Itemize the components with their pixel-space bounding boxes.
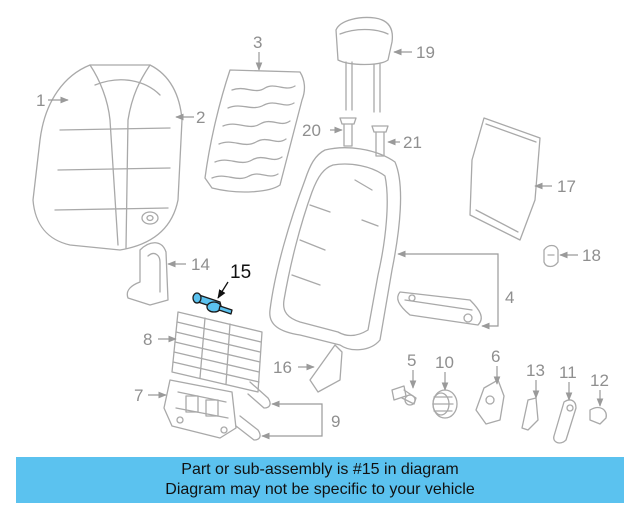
part-18-clip: [543, 244, 559, 268]
part-6-lever: [475, 379, 505, 425]
callout-11: 11: [559, 363, 577, 382]
callout-7: 7: [134, 386, 143, 405]
callout-2: 2: [196, 108, 205, 127]
info-banner: Part or sub-assembly is #15 in diagram D…: [16, 457, 624, 503]
callout-8: 8: [143, 330, 152, 349]
part-5-bolt: [391, 385, 417, 406]
callout-14: 14: [191, 255, 210, 274]
part-12-cap: [589, 406, 607, 425]
leader-lines: [48, 48, 604, 440]
callout-4: 4: [505, 288, 514, 307]
part-10-knob: [432, 389, 458, 419]
part-17-panel: [469, 117, 541, 241]
part-15-highlighted: [192, 292, 233, 315]
callout-15: 15: [230, 262, 251, 283]
callout-13: 13: [526, 361, 545, 380]
callout-3: 3: [253, 33, 262, 52]
part-11-handle: [553, 399, 577, 444]
callout-10: 10: [435, 353, 454, 372]
banner-line-1: Part or sub-assembly is #15 in diagram: [181, 461, 459, 478]
part-7-lumbar-mechanism: [163, 379, 237, 439]
callout-16: 16: [273, 358, 292, 377]
callout-21: 21: [403, 133, 422, 152]
callout-19: 19: [416, 43, 435, 62]
part-21-guide: [371, 125, 389, 157]
callout-6: 6: [491, 347, 500, 366]
part-3-seatback-pad: [204, 69, 306, 193]
callout-9: 9: [331, 412, 340, 431]
callout-5: 5: [407, 351, 416, 370]
callout-20: 20: [302, 121, 321, 140]
part-20-guide: [339, 117, 357, 147]
callout-17: 17: [557, 177, 576, 196]
callout-18: 18: [582, 246, 601, 265]
part-19-headrest: [335, 16, 394, 113]
callout-12: 12: [590, 371, 609, 390]
part-13-cover: [521, 397, 539, 431]
part-16-trim: [309, 344, 343, 393]
banner-line-2: Diagram may not be specific to your vehi…: [165, 481, 475, 498]
callout-labels: 1 2 3 4 5 6 7 8 9 10 11 12 13 14 15 16 1…: [36, 33, 609, 431]
part-8-lumbar-grid: [171, 311, 263, 393]
part-1-seatback-cover: [32, 64, 183, 251]
part-14-bracket: [126, 242, 169, 306]
callout-1: 1: [36, 91, 45, 110]
part-4-seatback-frame: [269, 147, 482, 351]
part-9-cable: [235, 381, 271, 441]
